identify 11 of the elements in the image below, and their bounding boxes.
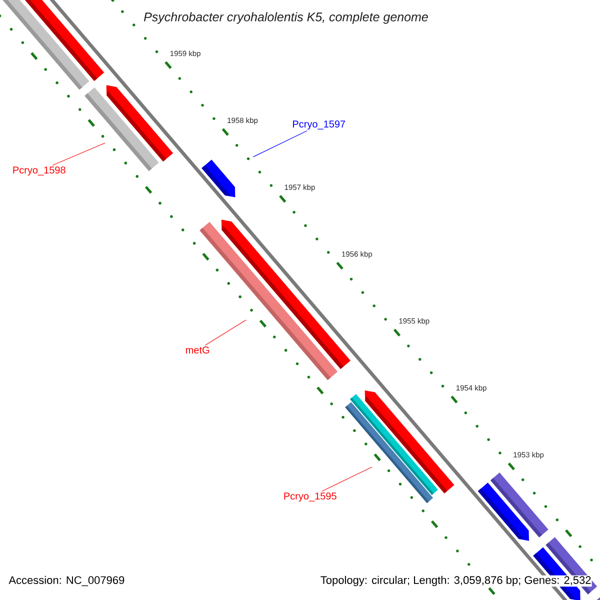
- gene-label: Pcryo_1595: [284, 492, 336, 502]
- gene-label: Pcryo_1597: [293, 120, 346, 130]
- leader-line: [204, 320, 246, 346]
- gene-label: metG: [186, 346, 210, 354]
- gene-label: Pcryo_1598: [13, 166, 66, 176]
- leader-line: [252, 130, 308, 158]
- title: Psychrobacter cryohalolentis K5, complete genome: [144, 12, 428, 24]
- accession-text: Accession: NC_007969: [8, 576, 124, 586]
- genome-info-text: Topology: circular; Length: 3,059,876 bp; Genes: 2,532: [320, 575, 592, 587]
- leader-line: [52, 142, 106, 166]
- leader-line: [322, 466, 372, 492]
